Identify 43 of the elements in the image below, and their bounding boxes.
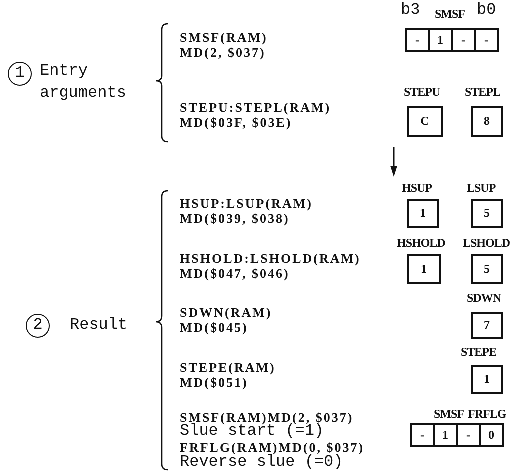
bit-value: 1 (433, 423, 458, 447)
circled-number: 1 (8, 62, 32, 86)
bit-value: - (474, 28, 499, 52)
section-label: Result (70, 315, 129, 336)
memory-address-text: FRFLG(RAM)MD(0, $037) (180, 440, 366, 455)
register-name: LSUP (467, 181, 496, 196)
memory-address-text: HSUP:LSUP(RAM) MD($039, $038) (180, 196, 314, 226)
register-name: SMSF (434, 407, 464, 422)
register-value: 1 (407, 254, 441, 284)
register-name: STEPE (461, 345, 497, 360)
register-value: C (407, 106, 443, 137)
memory-address-text: SMSF(RAM) MD(2, $037) (180, 30, 269, 60)
register-value: 1 (407, 199, 439, 228)
bit-value: - (405, 28, 430, 52)
bit-value: 0 (479, 423, 504, 447)
bit-value: - (451, 28, 476, 52)
bit-value: 1 (428, 28, 453, 52)
register-name: HSHOLD (397, 236, 446, 251)
note-text: Reverse slue (=0) (180, 454, 344, 470)
register-name: LSHOLD (463, 236, 510, 251)
register-name: SMSF (435, 7, 466, 22)
register-name: SDWN (467, 291, 502, 306)
memory-address-text: SMSF(RAM)MD(2, $037) (180, 410, 355, 425)
memory-address-text: SDWN(RAM) MD($045) (180, 305, 274, 335)
note-text: Slue start (=1) (180, 423, 324, 439)
register-name: FRFLG (468, 407, 506, 422)
memory-address-text: STEPE(RAM) MD($051) (180, 360, 277, 390)
bit-value: - (410, 423, 435, 447)
register-value: 8 (471, 106, 503, 137)
bit-label: b0 (477, 1, 496, 19)
memory-address-text: HSHOLD:LSHOLD(RAM) MD($047, $046) (180, 251, 362, 281)
memory-address-text: STEPU:STEPL(RAM) MD($03F, $03E) (180, 100, 332, 130)
bit-label: b3 (401, 1, 420, 19)
circled-number: 2 (26, 314, 50, 338)
section-label: Entry arguments (40, 61, 128, 104)
register-value: 1 (471, 365, 503, 394)
register-name: STEPU (404, 85, 440, 100)
register-name: HSUP (402, 181, 432, 196)
register-name: STEPL (465, 85, 501, 100)
register-value: 5 (471, 254, 503, 284)
register-value: 5 (471, 199, 503, 228)
register-value: 7 (471, 312, 503, 339)
bit-value: - (456, 423, 481, 447)
